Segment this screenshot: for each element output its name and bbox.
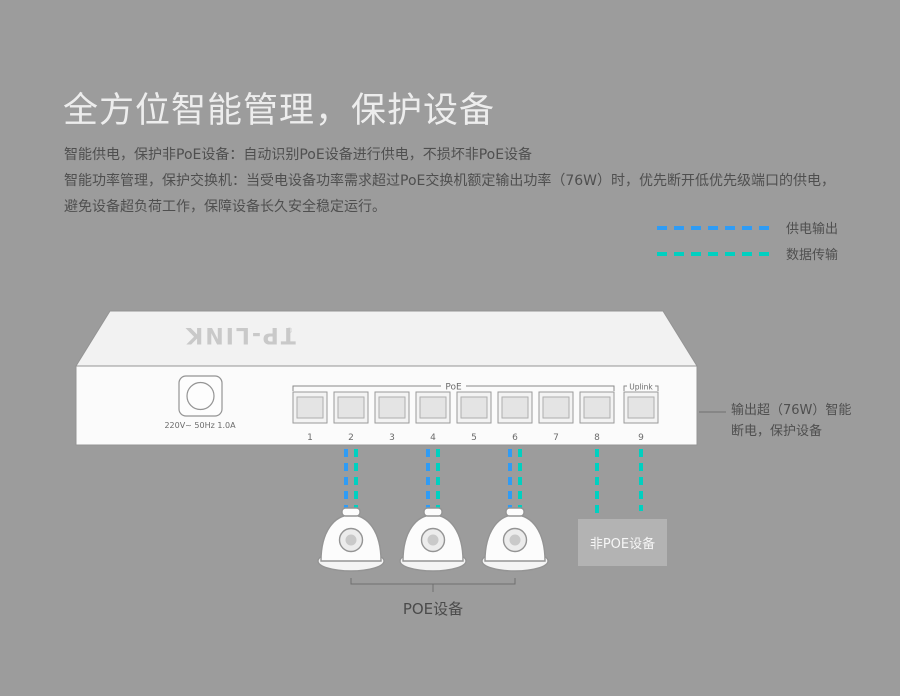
feature-paragraph-2: 智能功率管理，保护交换机：当受电设备功率需求超过PoE交换机额定输出功率（76W…: [64, 173, 836, 215]
rj45-port-8: [579, 391, 615, 424]
legend-data-row: 数据传输: [657, 244, 838, 263]
poe-ports-bracket: PoE: [292, 383, 615, 393]
uplink-bracket-left: [623, 385, 627, 391]
switch-top-face: [75, 310, 698, 367]
poe-bracket-left: [292, 385, 441, 391]
legend-power-row: 供电输出: [657, 218, 838, 237]
rj45-port-7: [538, 391, 574, 424]
uplink-port-label: Uplink: [629, 383, 653, 392]
rj45-port-1: [292, 391, 328, 424]
rj45-port-4: [415, 391, 451, 424]
port-number-5: 5: [471, 433, 477, 443]
legend-data-label: 数据传输: [786, 248, 839, 263]
dome-camera-1: [317, 507, 385, 572]
callout-line-2: 断电，保护设备: [731, 424, 823, 439]
brand-logo: TP-LINK: [184, 322, 296, 347]
port-number-7: 7: [553, 433, 559, 443]
uplink-port-bracket: Uplink: [623, 383, 659, 392]
callout-line-1: 输出超（76W）智能: [731, 403, 852, 418]
smart-cutoff-callout: 输出超（76W）智能 断电，保护设备: [731, 400, 851, 442]
port-number-6: 6: [512, 433, 518, 443]
rj45-port-6: [497, 391, 533, 424]
feature-paragraph-1: 智能供电，保护非PoE设备：自动识别PoE设备进行供电，不损坏非PoE设备: [64, 147, 533, 163]
rj45-port-5: [456, 391, 492, 424]
port-number-8: 8: [594, 433, 600, 443]
data-dash-swatch: [657, 251, 769, 256]
rj45-port-3: [374, 391, 410, 424]
poe-devices-bracket: [350, 578, 516, 585]
dome-camera-3: [481, 507, 549, 572]
rj45-port-2: [333, 391, 369, 424]
power-inlet-socket: [186, 381, 215, 411]
page-title: 全方位智能管理，保护设备: [63, 91, 496, 131]
port-number-9: 9: [638, 433, 644, 443]
power-dash-swatch: [657, 225, 769, 230]
poe-devices-label: POE设备: [402, 600, 464, 618]
port-number-3: 3: [389, 433, 395, 443]
poe-switch: TP-LINK ® 220V~ 50Hz 1.0A PoE Uplink: [75, 310, 698, 446]
power-inlet: 220V~ 50Hz 1.0A: [164, 375, 236, 430]
non-poe-device-label: 非POE设备: [589, 537, 656, 552]
uplink-bracket-right: [655, 385, 659, 391]
poe-bracket-right: [466, 385, 615, 391]
registered-mark: ®: [286, 327, 293, 335]
legend-power-label: 供电输出: [786, 222, 839, 237]
dome-camera-2: [399, 507, 467, 572]
rj45-port-9: [623, 391, 659, 424]
power-rating-label: 220V~ 50Hz 1.0A: [164, 421, 236, 430]
non-poe-device-box: 非POE设备: [578, 519, 667, 566]
port-number-4: 4: [430, 433, 436, 443]
port-number-2: 2: [348, 433, 354, 443]
poe-ports-label: PoE: [445, 383, 462, 393]
brand-text: TP-LINK: [184, 322, 296, 347]
port-number-1: 1: [307, 433, 313, 443]
